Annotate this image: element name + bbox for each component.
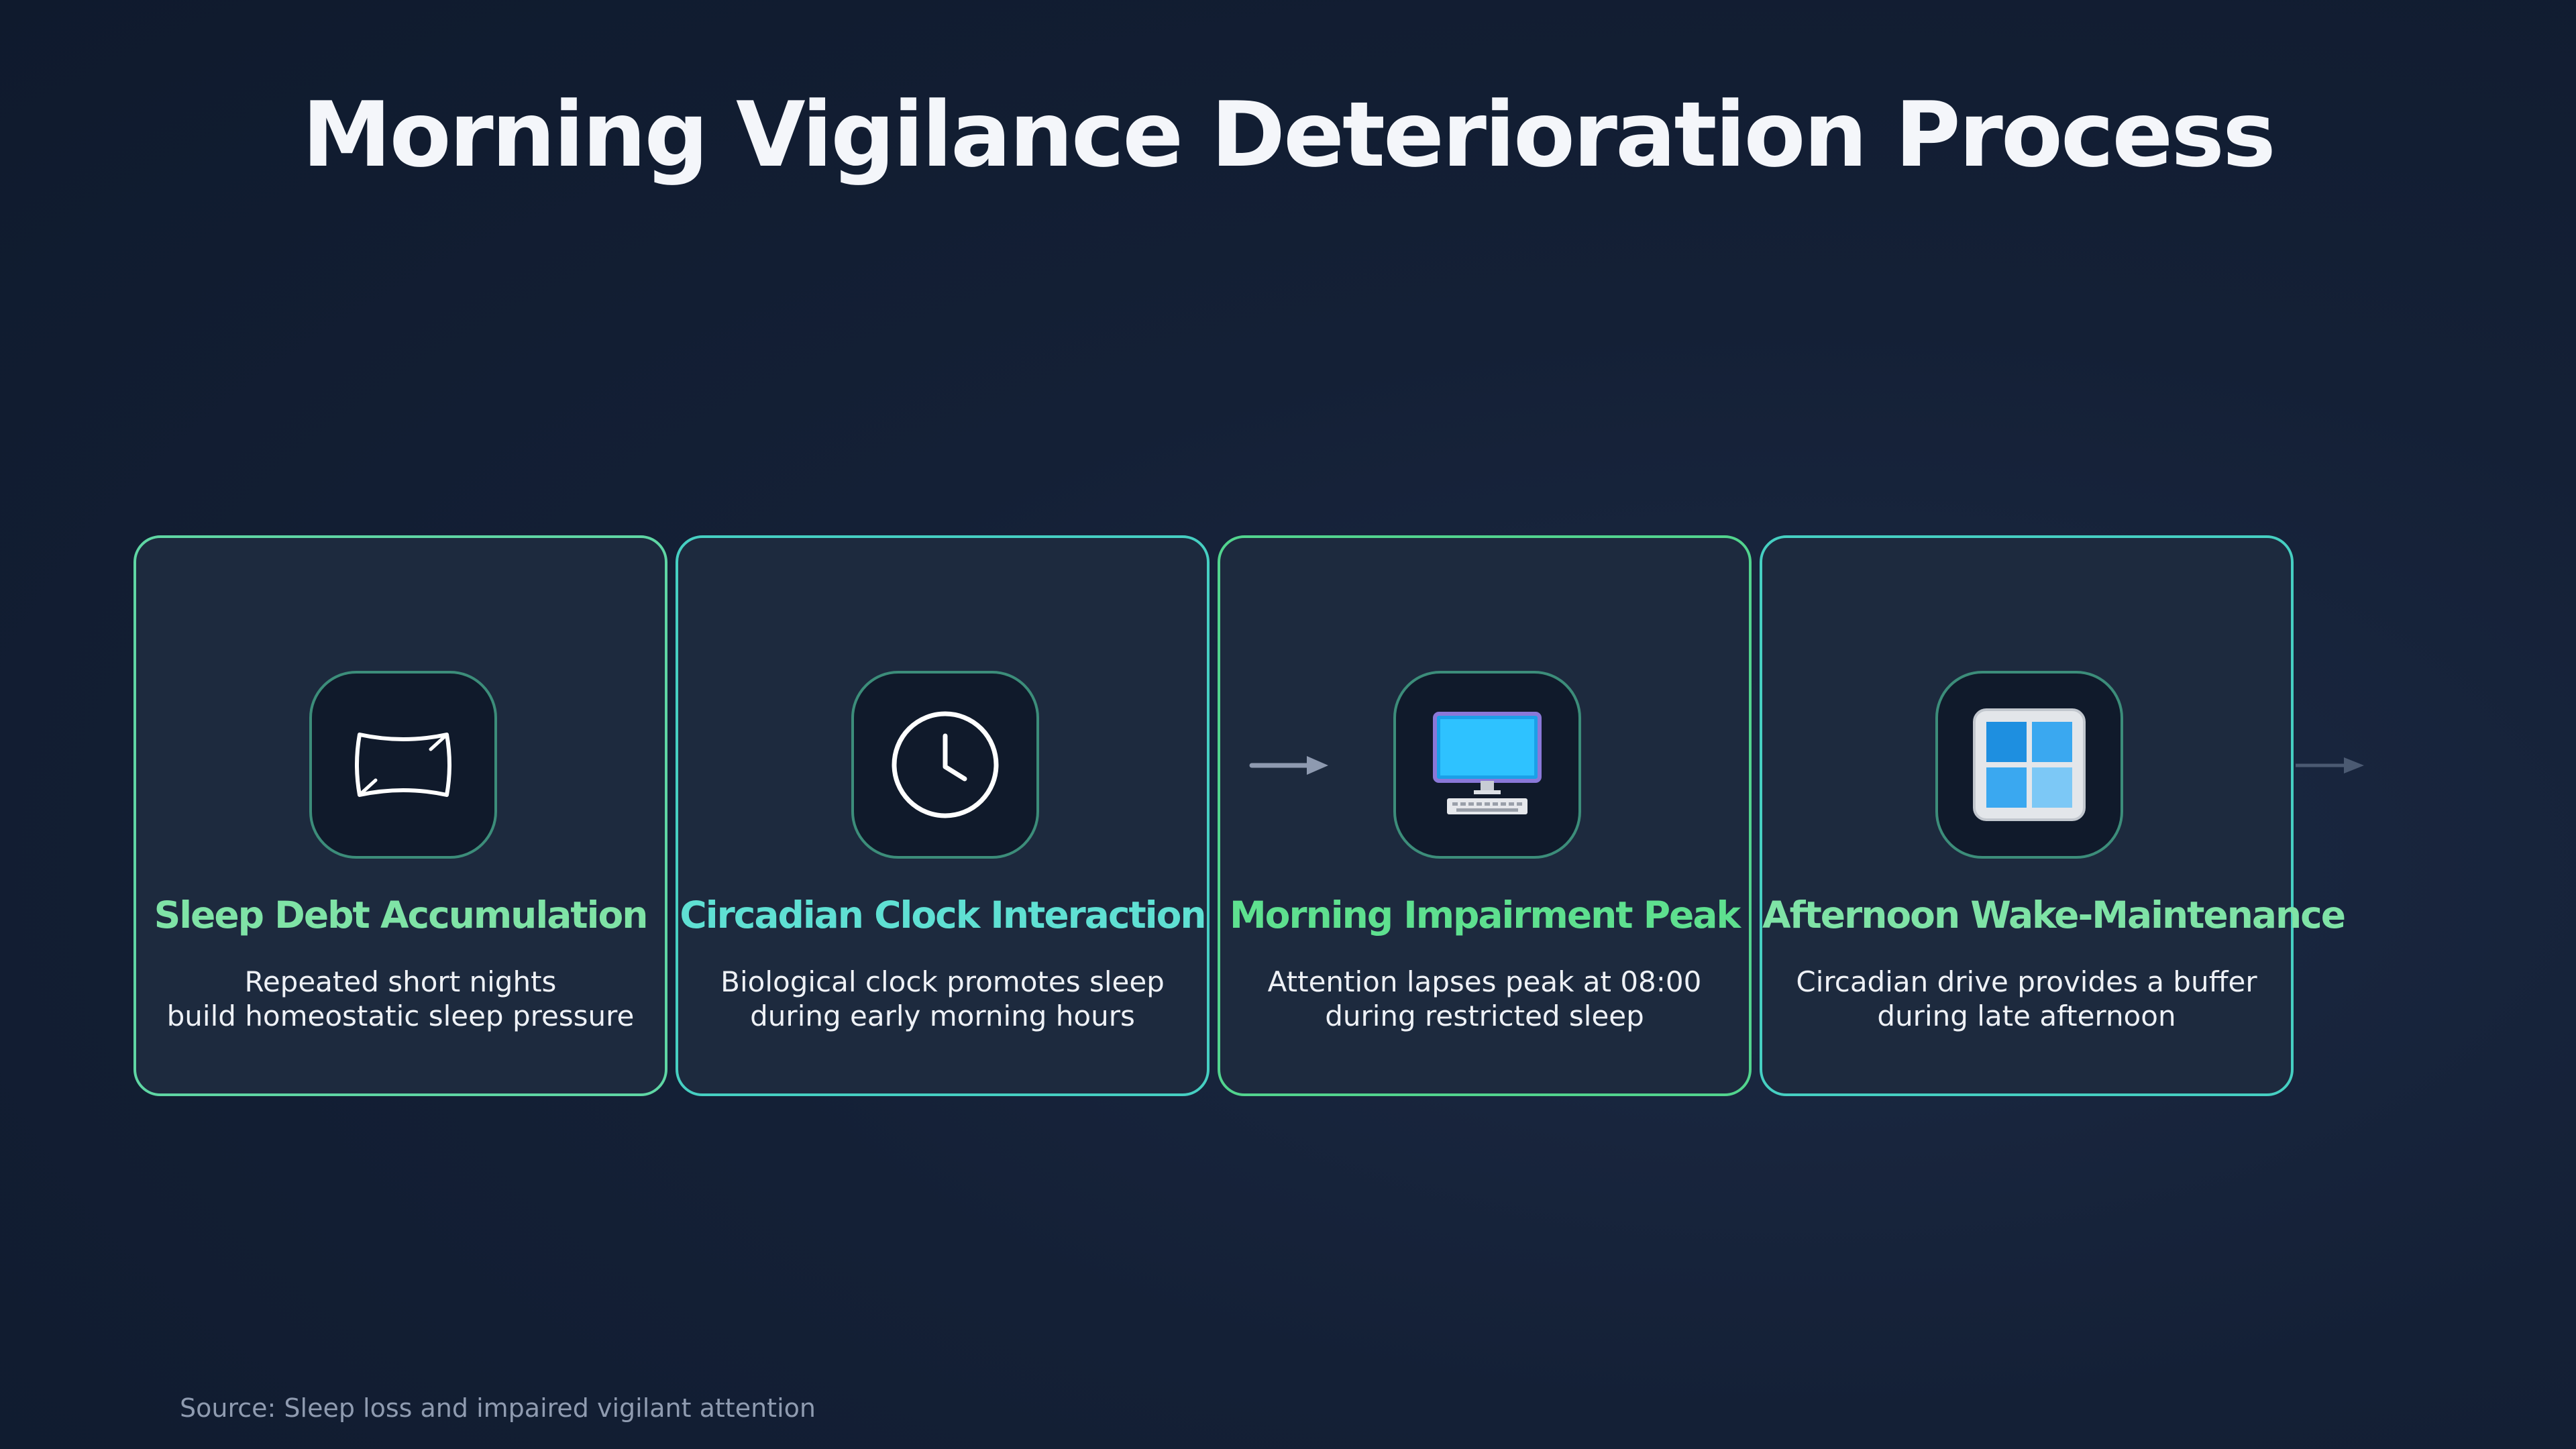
step-card-sleep-debt: Sleep Debt Accumulation Repeated short n…: [133, 535, 667, 1096]
step-description-line: during early morning hours: [750, 1000, 1135, 1032]
step-card-morning-impairment: Morning Impairment Peak Attention lapses…: [1218, 535, 1752, 1096]
step-title: Morning Impairment Peak: [1229, 894, 1741, 936]
clock-icon: [892, 711, 999, 818]
page-title: Morning Vigilance Deterioration Process: [302, 83, 2276, 187]
step-card-afternoon-wake: Afternoon Wake-Maintenance Circadian dri…: [1760, 535, 2346, 1096]
step-title: Circadian Clock Interaction: [680, 894, 1206, 936]
step-card-circadian-clock: Circadian Clock Interaction Biological c…: [676, 535, 1210, 1096]
step-description-line: Attention lapses peak at 08:00: [1267, 965, 1702, 998]
step-description: Attention lapses peak at 08:00 during re…: [1220, 965, 1749, 1033]
computer-icon: [1433, 712, 1542, 814]
step-icon-box: [309, 671, 497, 859]
pillow-icon: [355, 733, 451, 797]
step-title: Afternoon Wake-Maintenance: [1762, 894, 2346, 936]
step-icon-box: [1935, 671, 2123, 859]
step-description: Biological clock promotes sleep during e…: [678, 965, 1207, 1033]
step-description-line: build homeostatic sleep pressure: [166, 1000, 635, 1032]
window-icon: [1973, 708, 2086, 821]
step-description-line: Repeated short nights: [244, 965, 557, 998]
step-description: Repeated short nights build homeostatic …: [136, 965, 665, 1033]
step-icon-box: [1393, 671, 1581, 859]
arrow-right-icon: [1249, 756, 1328, 775]
step-description-line: Biological clock promotes sleep: [720, 965, 1165, 998]
step-description-line: during restricted sleep: [1325, 1000, 1644, 1032]
step-icon-box: [851, 671, 1039, 859]
step-description-line: during late afternoon: [1877, 1000, 2176, 1032]
step-title: Sleep Debt Accumulation: [154, 894, 649, 936]
arrow-right-icon: [2296, 757, 2364, 773]
source-note: Source: Sleep loss and impaired vigilant…: [180, 1393, 816, 1423]
step-description: Circadian drive provides a buffer during…: [1762, 965, 2291, 1033]
step-description-line: Circadian drive provides a buffer: [1796, 965, 2257, 998]
